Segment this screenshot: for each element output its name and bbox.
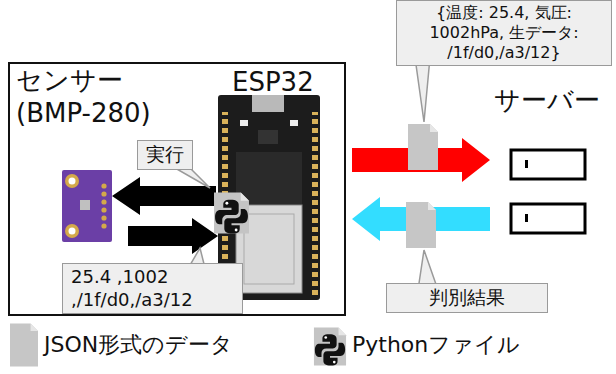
callout-box: 判別結果 <box>386 283 548 313</box>
box-label: 実行 <box>146 143 184 167</box>
device-frame: センサー (BMP-280) ESP32 実行 25.4 ,1002 ,/1f/d0,… <box>8 62 346 316</box>
sensor-board <box>62 170 112 242</box>
legend-document-icon <box>10 324 38 367</box>
legend-python-icon <box>314 328 346 366</box>
box-label: サーバー <box>494 84 614 117</box>
callout-box: {温度: 25.4, 気圧: 1002hPa, 生データ: /1f/d0,/a3… <box>396 0 612 66</box>
box-label: 判別結果 <box>395 286 539 310</box>
legend-label: JSON形式のデータ <box>44 332 233 358</box>
json-document-icon <box>408 124 438 170</box>
callout-box: 25.4 ,1002 ,/1f/d0,/a3/12 <box>62 263 243 314</box>
legend-label: Pythonファイル <box>352 332 520 358</box>
server-group: サーバー <box>494 84 614 144</box>
board-heading: ESP32 <box>232 66 314 99</box>
callout-box: 実行 <box>137 140 193 170</box>
device-heading: センサー (BMP-280) <box>16 64 166 129</box>
box-label: {温度: 25.4, 気圧: 1002hPa, 生データ: /1f/d0,/a3… <box>405 3 603 63</box>
python-file-icon <box>214 192 249 233</box>
box-label: 25.4 ,1002 ,/1f/d0,/a3/12 <box>71 266 234 311</box>
server-icon <box>511 150 585 233</box>
json-document-icon <box>406 202 436 248</box>
reading-arrow <box>128 218 218 254</box>
